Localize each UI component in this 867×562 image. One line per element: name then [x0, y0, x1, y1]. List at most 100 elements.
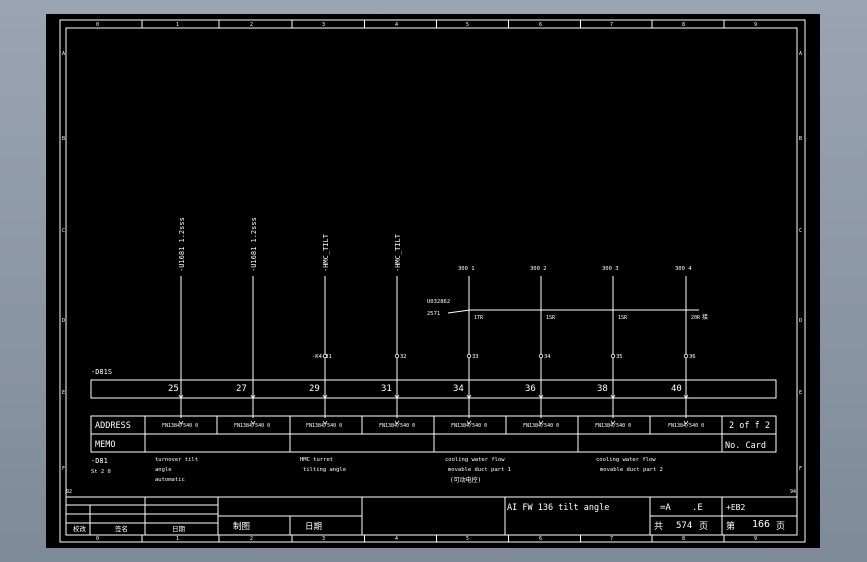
zone-col-bottom-5: 5 — [466, 536, 469, 542]
drawing-background — [46, 14, 820, 548]
address-arrow-1 — [178, 420, 184, 425]
zone-col-top-2: 2 — [250, 22, 253, 28]
address-arrow-7 — [610, 420, 616, 425]
title-date2: 日期 — [305, 522, 322, 532]
zone-col-top-0: 0 — [96, 22, 99, 28]
code-b: +EB2 — [726, 503, 745, 512]
zone-col-top-5: 5 — [466, 22, 469, 28]
zone-col-top-4: 4 — [395, 22, 398, 28]
signal-label-8: 300 4 — [675, 266, 692, 272]
title-date: 日期 — [172, 525, 186, 533]
zone-row-right-D: D — [799, 318, 802, 324]
connector-node-4 — [394, 353, 400, 359]
terminal-strip-box — [90, 379, 777, 399]
title-block — [66, 496, 797, 535]
memo-label: MEMO — [95, 440, 115, 450]
zone-col-top-8: 8 — [682, 22, 685, 28]
bus-lead — [447, 309, 471, 314]
address-arrow-4 — [394, 420, 400, 425]
address-cell-7: FN1384/540 0 — [595, 423, 631, 429]
connector-term-5: 33 — [472, 354, 479, 360]
bus-code: U032862 — [427, 299, 450, 305]
address-cell-3: FN1384/540 0 — [306, 423, 342, 429]
total-suffix: 页 — [699, 521, 708, 532]
page-prefix: 第 — [726, 520, 735, 532]
note-col1-line3: automatic — [155, 477, 185, 483]
terminal-number-27: 27 — [236, 384, 247, 394]
page-suffix: 页 — [776, 521, 785, 532]
notes: -D81 St 2 0 turnover tilt angle automati… — [91, 457, 663, 484]
connector-term-8: 36 — [689, 354, 696, 360]
address-arrow-3 — [322, 420, 328, 425]
note-col3-line3: (可动电控) — [450, 476, 481, 484]
zone-col-bottom-8: 8 — [682, 536, 685, 542]
connector-node-8 — [683, 353, 689, 359]
terminal-number-29: 29 — [309, 384, 320, 394]
connector-node-6 — [538, 353, 544, 359]
signal-label-4: -HMC_TILT — [394, 233, 402, 272]
connector-term-7: 35 — [616, 354, 623, 360]
signal-label-3: -HMC_TILT — [322, 233, 330, 272]
zone-row-right-B: B — [799, 136, 802, 142]
address-cell-1: FN1384/540 0 — [162, 423, 198, 429]
bus-end-mark: 接 — [702, 313, 708, 321]
zone-col-bottom-4: 4 — [395, 536, 398, 542]
zone-col-bottom-9: 9 — [754, 536, 757, 542]
zone-col-bottom-1: 1 — [176, 536, 179, 542]
zone-row-right-C: C — [799, 228, 802, 234]
connector-node-3 — [322, 353, 328, 359]
connector-term-6: 34 — [544, 354, 551, 360]
bus-tap-3: 1SR — [618, 315, 628, 321]
zone-row-left-D: D — [62, 318, 65, 324]
connector-term-3: -K4 31 — [312, 354, 332, 360]
page-number: 166 — [752, 519, 770, 530]
zone-row-right-A: A — [799, 51, 802, 57]
signal-label-5: 300 1 — [458, 266, 475, 272]
inner-frame — [65, 27, 798, 536]
terminal-number-25: 25 — [168, 384, 179, 394]
note-col2-line2: tilting angle — [303, 467, 346, 473]
address-cells: FN1384/540 0 FN1384/540 0 FN1384/540 0 FN13… — [162, 423, 704, 429]
address-cell-4: FN1384/540 0 — [379, 423, 415, 429]
terminal-number-38: 38 — [597, 384, 608, 394]
zone-col-top-3: 3 — [322, 22, 325, 28]
title-check: 校改 — [73, 524, 87, 533]
terminal-number-34: 34 — [453, 384, 464, 394]
note-left-a: -D81 — [91, 457, 108, 465]
total-prefix: 共 — [654, 521, 663, 532]
signal-label-1: -U1681 1.2sss — [178, 217, 186, 272]
signal-label-6: 300 2 — [530, 266, 547, 272]
address-label: ADDRESS — [95, 421, 131, 431]
code-e: .E — [692, 503, 703, 513]
address-cell-8: FN1384/540 0 — [668, 423, 704, 429]
note-col3-line1: cooling water flow — [445, 457, 505, 463]
address-cell-2: FN1384/540 0 — [234, 423, 270, 429]
address-cell-6: FN1384/540 0 — [523, 423, 559, 429]
address-arrow-8 — [683, 420, 689, 425]
address-right: 2 of f 2 — [729, 421, 770, 431]
zone-col-bottom-3: 3 — [322, 536, 325, 542]
title-drawn: 制图 — [233, 521, 250, 532]
terminal-strip-label: -D81S — [91, 368, 112, 376]
zone-col-top-1: 1 — [176, 22, 179, 28]
zone-row-left-A: A — [62, 51, 65, 57]
terminal-number-31: 31 — [381, 384, 392, 394]
address-arrow-2 — [250, 420, 256, 425]
note-left-b: St 2 0 — [91, 469, 111, 475]
note-col4-line1: cooling water flow — [596, 457, 656, 463]
zone-col-top-9: 9 — [754, 22, 757, 28]
note-col2-line1: HMC turret — [300, 457, 333, 463]
zone-col-bottom-0: 0 — [96, 536, 99, 542]
signal-label-7: 300 3 — [602, 266, 619, 272]
zone-row-right-F: F — [799, 466, 802, 472]
zone-col-bottom-7: 7 — [610, 536, 613, 542]
address-cell-dividers — [216, 416, 651, 452]
address-arrow-6 — [538, 420, 544, 425]
connector-node-5 — [466, 353, 472, 359]
zone-row-left-C: C — [62, 228, 65, 234]
note-col1-line1: turnover tilt — [155, 457, 198, 463]
zone-col-bottom-6: 6 — [539, 536, 542, 542]
bus-tap-4: 20R — [691, 315, 701, 321]
